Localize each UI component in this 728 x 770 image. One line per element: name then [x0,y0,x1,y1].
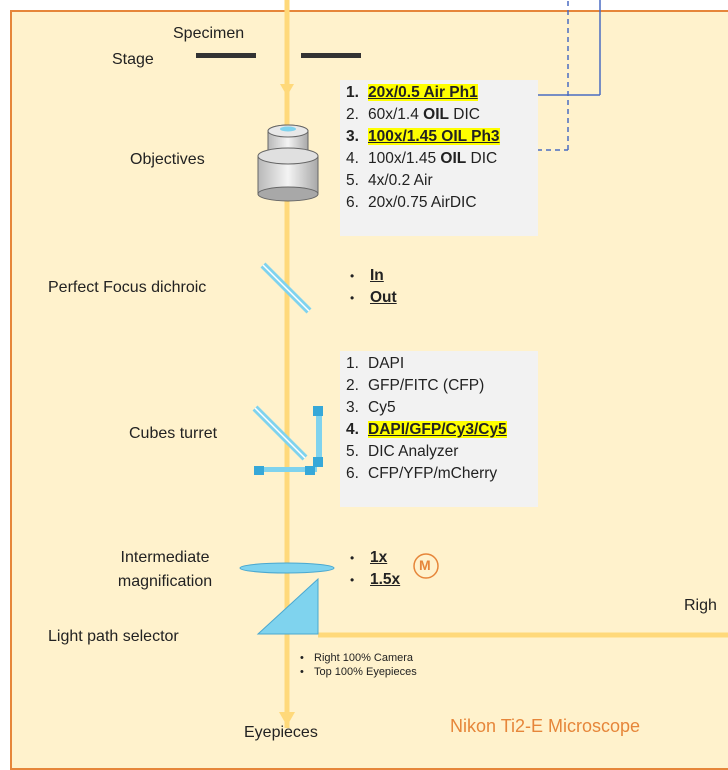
objective-item[interactable]: 6. 20x/0.75 AirDIC [346,192,532,214]
cube-item-text: DAPI [368,355,405,372]
light-path-selector-label: Light path selector [48,628,179,645]
objective-item-highlighted: 100x/1.45 OIL Ph3 [368,128,500,145]
magnification-option[interactable]: • 1x [350,547,400,569]
beam-arrow-eyepieces [279,712,295,726]
objective-item-number: 4. [346,150,359,167]
objectives-label: Objectives [130,151,205,168]
cube-item[interactable]: 3. Cy5 [346,397,532,419]
objective-item[interactable]: 1. 20x/0.5 Air Ph1 [346,82,532,104]
intermediate-label-line2: magnification [117,573,213,590]
perfect-focus-options: • In • Out [350,265,397,309]
cube-item-number: 4. [346,421,359,438]
objective-item-text: 60x/1.4 [368,106,424,123]
cube-item-label: DIC Analyzer [368,441,458,463]
bullet-icon: • [350,269,355,283]
cube-item-number: 6. [346,465,359,482]
cube-item-highlighted: DAPI/GFP/Cy3/Cy5 [368,421,507,438]
cube-item-text: DIC Analyzer [368,443,459,460]
objective-item-label: 100x/1.45 OIL DIC [368,148,497,170]
bullet-icon: • [300,666,304,678]
cube-item-number: 3. [346,399,359,416]
objective-item-text: 4x/0.2 Air [368,172,433,189]
stage-bar-left [196,53,256,58]
objective-item-text: DIC [449,106,480,123]
cube-item-number: 2. [346,377,359,394]
objective-item-label: 20x/0.5 Air Ph1 [368,82,478,104]
perfect-focus-option-label: In [370,267,384,284]
cubes-turret-icon [252,405,323,475]
perfect-focus-dichroic-icon [260,262,312,314]
cube-item[interactable]: 2. GFP/FITC (CFP) [346,375,532,397]
perfect-focus-option[interactable]: • Out [350,287,397,309]
stage-label: Stage [112,51,154,68]
magnification-options: • 1x • 1.5x [350,547,400,591]
eyepieces-label: Eyepieces [244,724,318,741]
cube-item-text: Cy5 [368,399,396,416]
cube-item-label: Cy5 [368,397,396,419]
cube-item-label: GFP/FITC (CFP) [368,375,484,397]
bullet-icon: • [300,652,304,664]
diagram-graphics [196,0,728,728]
objective-item[interactable]: 5. 4x/0.2 Air [346,170,532,192]
objective-item-bold: OIL [440,150,467,167]
intermediate-label-line1: Intermediate [120,549,210,566]
beam-arrow-stage [280,84,294,96]
bullet-icon: • [350,551,355,565]
cube-item-label: DAPI/GFP/Cy3/Cy5 [368,419,507,441]
light-path-prism-icon [256,577,319,635]
m-badge-icon [413,553,439,579]
objective-item-number: 2. [346,106,359,123]
objectives-list: 1. 20x/0.5 Air Ph1 2. 60x/1.4 OIL DIC 3. 100x… [340,80,538,236]
objective-item-label: 20x/0.75 AirDIC [368,192,477,214]
light-path-option-label: Top 100% Eyepieces [314,666,417,678]
cubes-turret-label: Cubes turret [129,425,218,442]
objective-lens-icon [257,124,319,202]
cube-item[interactable]: 4. DAPI/GFP/Cy3/Cy5 [346,419,532,441]
objective-item-number: 5. [346,172,359,189]
right-port-label: Righ [684,597,717,614]
stage-bar-right [301,53,361,58]
objective-item-number: 6. [346,194,359,211]
objective-item-label: 60x/1.4 OIL DIC [368,104,480,126]
microscope-title: Nikon Ti2-E Microscope [450,716,641,736]
cube-item-label: DAPI [368,353,404,375]
objective-item-highlighted: 20x/0.5 Air Ph1 [368,84,478,101]
objective-item-text: DIC [466,150,498,167]
cube-item[interactable]: 5. DIC Analyzer [346,441,532,463]
light-path-option[interactable]: • Right 100% Camera [300,651,417,665]
magnification-option-label: 1.5x [370,571,401,588]
cube-item-label: CFP/YFP/mCherry [368,463,497,485]
intermediate-lens-icon [239,562,335,574]
bullet-icon: • [350,291,355,305]
objective-item[interactable]: 2. 60x/1.4 OIL DIC [346,104,532,126]
objective-item-bold: OIL [423,106,449,123]
magnification-option[interactable]: • 1.5x [350,569,400,591]
cube-item-text: GFP/FITC (CFP) [368,377,485,394]
cube-item-text: CFP/YFP/mCherry [368,465,498,482]
perfect-focus-option[interactable]: • In [350,265,397,287]
objective-item-number: 3. [346,128,359,145]
magnification-option-label: 1x [370,549,388,566]
objective-item[interactable]: 3. 100x/1.45 OIL Ph3 [346,126,532,148]
objective-item-label: 4x/0.2 Air [368,170,433,192]
cube-item[interactable]: 1. DAPI [346,353,532,375]
bullet-icon: • [350,573,355,587]
cubes-list: 1. DAPI 2. GFP/FITC (CFP) 3. Cy5 4. DAPI/GFP/Cy… [340,351,538,507]
m-badge-letter: M [419,557,431,573]
objective-item-text: 100x/1.45 [368,150,441,167]
perfect-focus-option-label: Out [370,289,397,306]
cube-item-number: 1. [346,355,359,372]
objective-item-text: 20x/0.75 AirDIC [368,194,477,211]
light-path-option[interactable]: • Top 100% Eyepieces [300,665,417,679]
cube-item[interactable]: 6. CFP/YFP/mCherry [346,463,532,485]
light-path-option-label: Right 100% Camera [314,652,414,664]
specimen-label: Specimen [173,25,245,42]
perfect-focus-label: Perfect Focus dichroic [48,279,207,296]
objective-item-label: 100x/1.45 OIL Ph3 [368,126,500,148]
objective-item[interactable]: 4. 100x/1.45 OIL DIC [346,148,532,170]
objective-item-number: 1. [346,84,359,101]
light-path-options: • Right 100% Camera • Top 100% Eyepieces [300,651,417,679]
cube-item-number: 5. [346,443,359,460]
